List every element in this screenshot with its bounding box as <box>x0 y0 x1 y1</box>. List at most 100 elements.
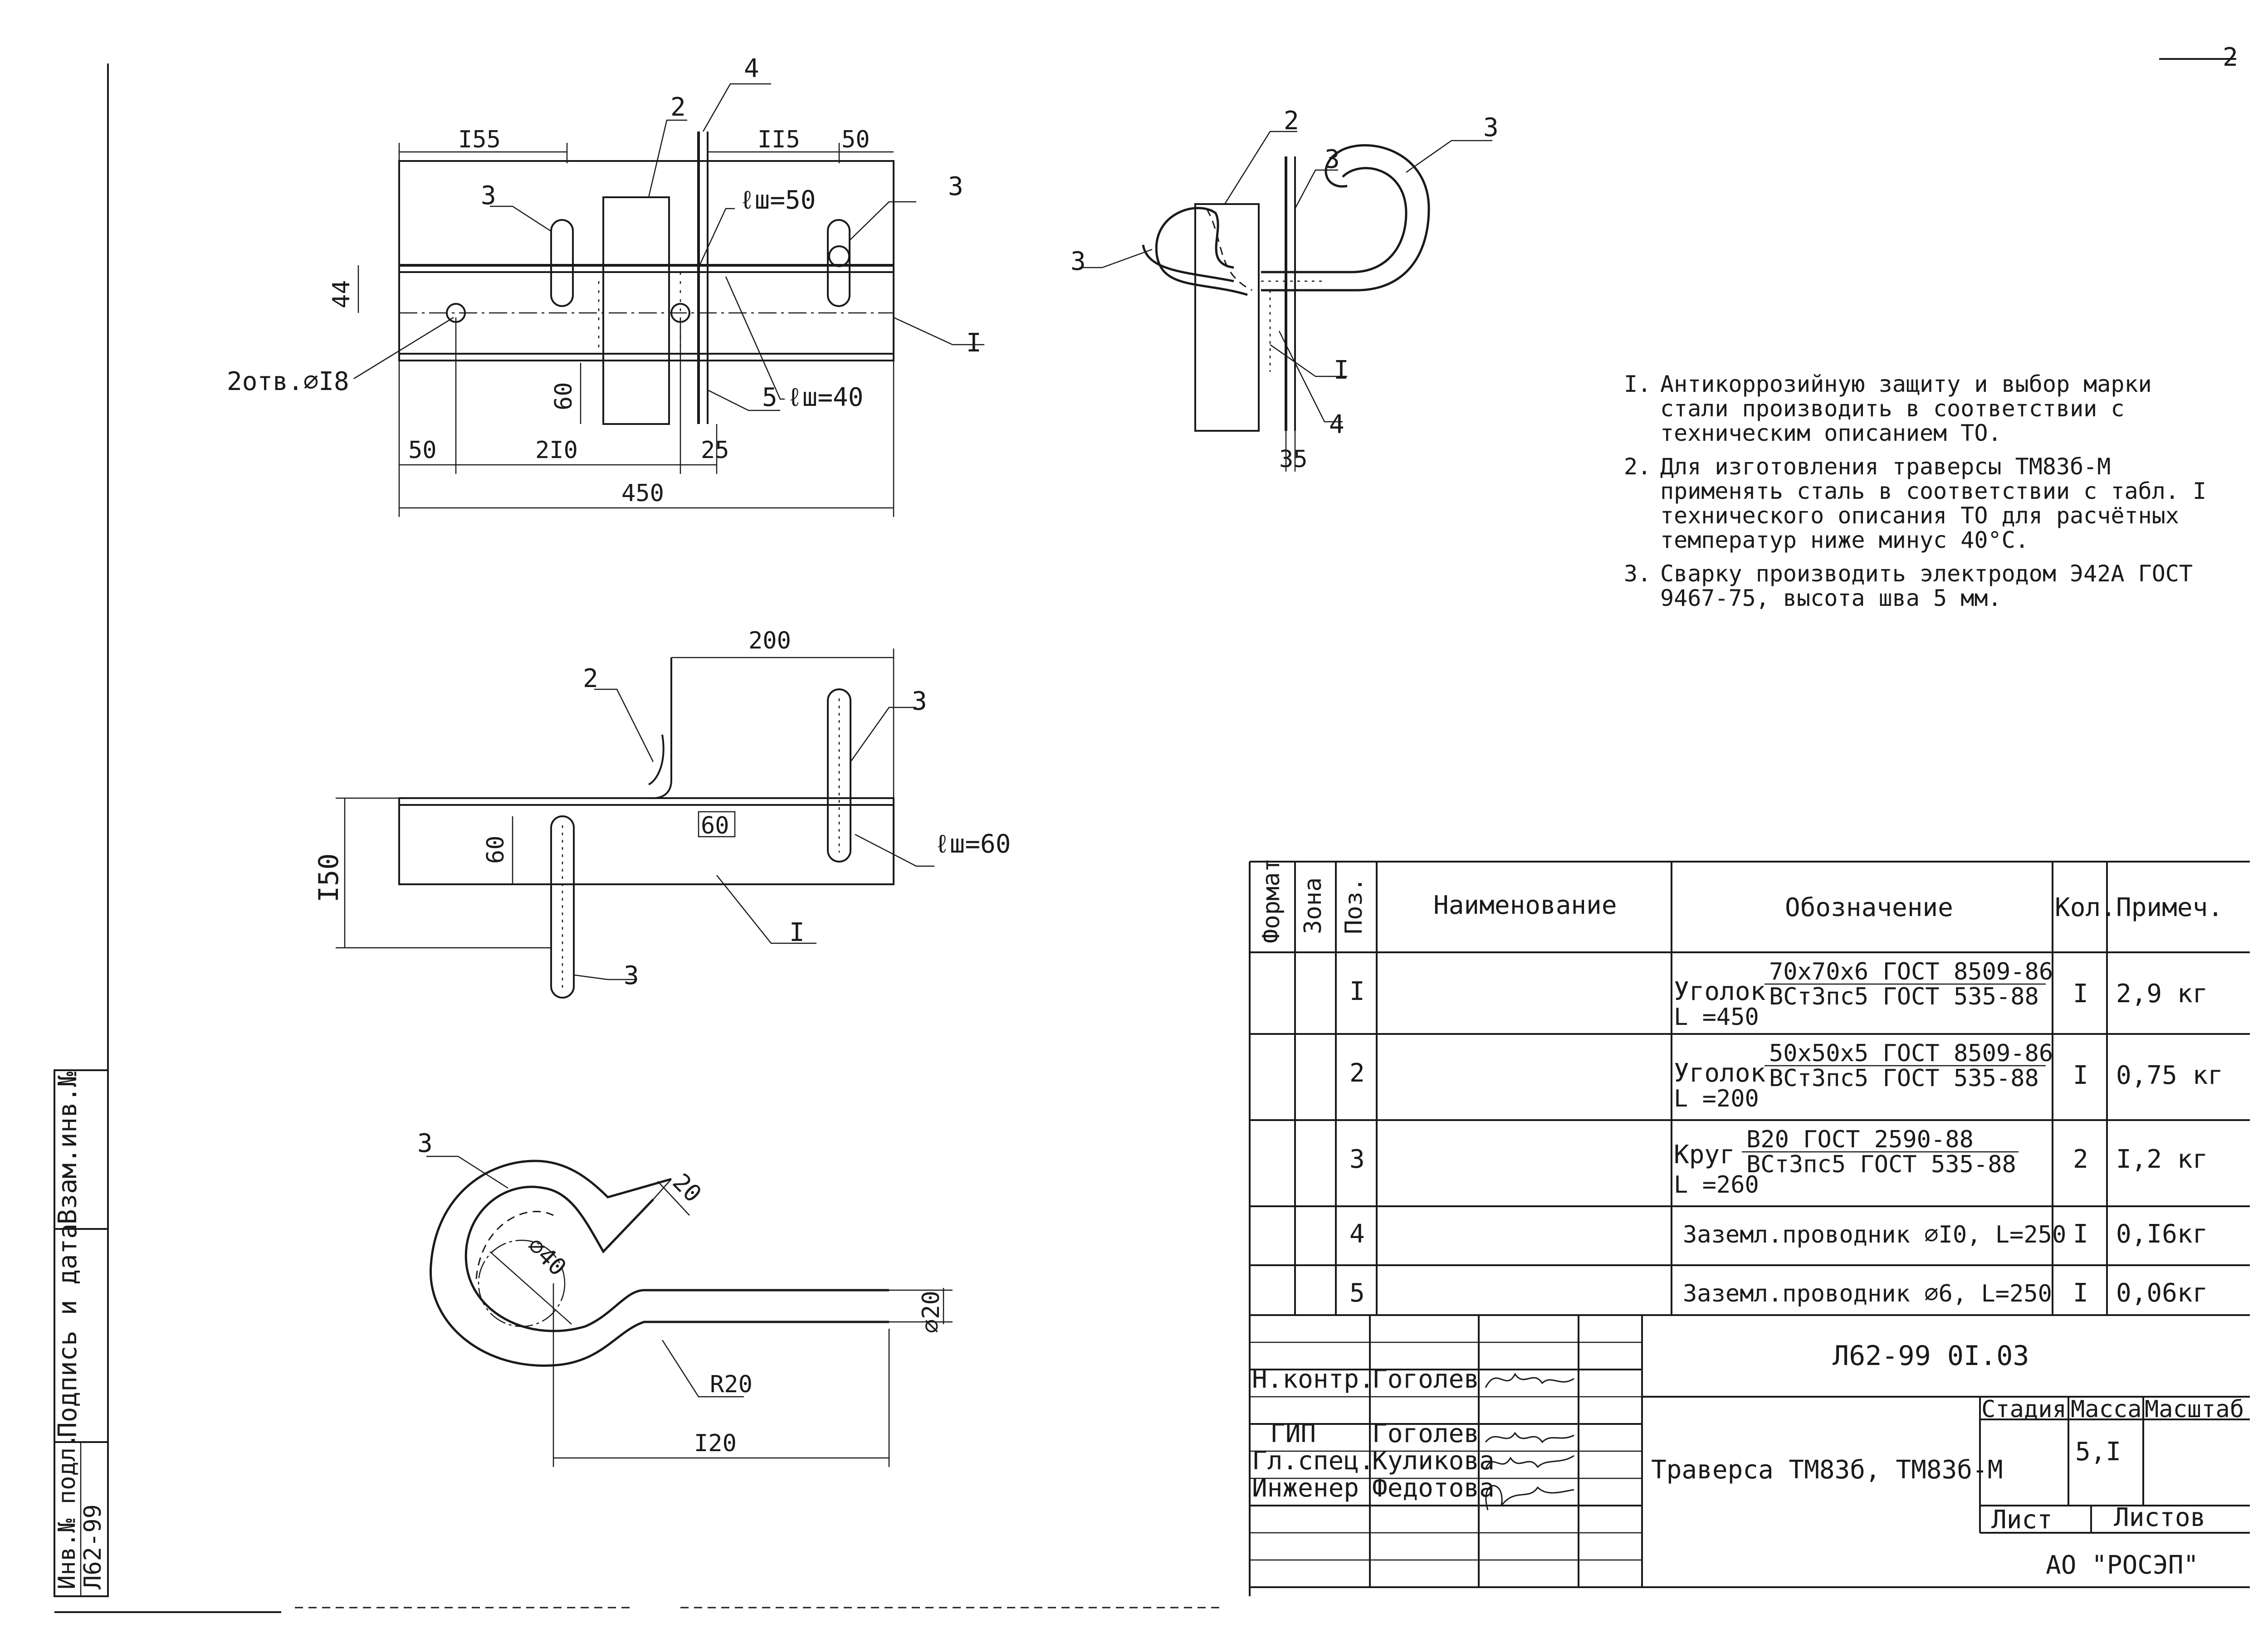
note-text: Для изготовления траверсы ТМ83б-М примен… <box>1660 453 2207 553</box>
row-qty: I <box>2073 1278 2088 1308</box>
side-callout-I: I <box>1334 356 1349 385</box>
top-view: I55 II5 50 44 60 50 2I0 25 450 2 4 3 3 I… <box>227 54 984 517</box>
header-zone: Зона <box>1300 877 1327 934</box>
header-format: Формат <box>1258 858 1285 943</box>
row-des-single: Заземл.проводник ⌀6, L=250 <box>1683 1280 2052 1307</box>
col-stage: Стадия <box>1981 1396 2067 1423</box>
row-note: 2,9 кг <box>2116 979 2208 1009</box>
front-callout-I: I <box>789 918 805 947</box>
row-qty: I <box>2073 1061 2088 1090</box>
side-callout-3c: 3 <box>1070 247 1086 276</box>
person-3: Федотова <box>1372 1473 1495 1503</box>
row-note: I,2 кг <box>2116 1145 2208 1174</box>
sheet-frame: 2 <box>54 43 2238 1613</box>
weld-40: ℓш=40 <box>787 383 863 412</box>
spec-table: Формат Зона Поз. Наименование Обозначени… <box>1249 858 2250 1596</box>
row-des-bottom: ВСт3пс5 ГОСТ 535-88 <box>1769 1065 2039 1092</box>
header-name: Наименование <box>1433 891 1617 920</box>
signature-3 <box>1485 1485 1574 1511</box>
row-pos: 2 <box>1349 1058 1365 1088</box>
doc-code: Л62-99 0I.03 <box>1833 1340 2029 1372</box>
signature-0 <box>1485 1373 1574 1388</box>
table-row: 2 Уголок 50x50x5 ГОСТ 8509-86 ВСт3пс5 ГО… <box>1349 1040 2223 1112</box>
side-callout-2: 2 <box>1284 106 1299 136</box>
general-notes: I. Антикоррозийную защиту и выбор марки … <box>1624 372 2223 619</box>
side-view: 2 3 3 3 I 4 35 <box>1070 106 1499 473</box>
table-row: 3 Круг В20 ГОСТ 2590-88 ВСт3пс5 ГОСТ 535… <box>1349 1126 2208 1199</box>
stamp-inv-number: Инв.№ подл. <box>54 1433 81 1589</box>
note-item: 3. Сварку производить электродом Э42А ГО… <box>1624 561 2223 610</box>
front-dim-200: 200 <box>748 627 791 654</box>
front-callout-3a: 3 <box>912 687 927 716</box>
note-item: 2. Для изготовления траверсы ТМ83б-М при… <box>1624 454 2223 552</box>
row-des-top: 70x70x6 ГОСТ 8509-86 <box>1769 958 2053 985</box>
row-des-prefix: Уголок <box>1674 1058 1765 1088</box>
front-dim-150: I50 <box>313 853 345 902</box>
col-sheet: Лист <box>1991 1505 2053 1535</box>
person-0: Гоголев <box>1372 1365 1479 1394</box>
row-qty: I <box>2073 979 2088 1009</box>
table-row: I Уголок 70x70x6 ГОСТ 8509-86 ВСт3пс5 ГО… <box>1349 958 2208 1031</box>
top-callout-4: 4 <box>744 54 759 83</box>
title-block: Л62-99 0I.03 Траверса ТМ83б, ТМ83б-М Ста… <box>1250 1314 2250 1588</box>
dim-450: 450 <box>621 480 664 507</box>
row-des-single: Заземл.проводник ⌀I0, L=250 <box>1683 1221 2066 1248</box>
hook-detail: 20 ⌀40 ⌀20 R20 I20 3 <box>417 1129 953 1467</box>
dim-210: 2I0 <box>535 437 578 464</box>
front-view: 200 I50 60 60 2 3 3 I ℓш=60 <box>313 627 1011 999</box>
person-1: Гоголев <box>1372 1419 1479 1448</box>
dim-50-bottom: 50 <box>408 437 437 464</box>
row-des-prefix: Круг <box>1674 1140 1735 1170</box>
role-3: Инженер <box>1252 1473 1359 1503</box>
header-pos: Поз. <box>1340 877 1368 934</box>
org-name: АО "РОСЭП" <box>2046 1550 2199 1580</box>
table-row: 4 Заземл.проводник ⌀I0, L=250 I 0,I6кг <box>1349 1219 2208 1249</box>
role-0: Н.контр. <box>1252 1365 1374 1394</box>
table-row: 5 Заземл.проводник ⌀6, L=250 I 0,06кг <box>1349 1278 2208 1308</box>
signature-1 <box>1485 1432 1574 1443</box>
row-des-prefix: Уголок <box>1674 977 1765 1006</box>
signature-2 <box>1485 1455 1574 1470</box>
row-des-top: В20 ГОСТ 2590-88 <box>1746 1126 1974 1153</box>
header-note: Примеч. <box>2116 893 2223 922</box>
row-qty: I <box>2073 1219 2088 1249</box>
side-callout-3b: 3 <box>1483 113 1499 142</box>
role-1: ГИП <box>1270 1419 1316 1448</box>
dim-115: II5 <box>758 126 800 153</box>
front-callout-3b: 3 <box>624 961 639 990</box>
front-callout-2: 2 <box>583 664 598 693</box>
top-callout-2: 2 <box>670 93 686 122</box>
hook-callout-3: 3 <box>417 1129 433 1158</box>
dim-155: I55 <box>458 126 501 153</box>
stamp-inv-value: Л62-99 <box>79 1504 107 1589</box>
row-des-len: L =450 <box>1674 1004 1759 1031</box>
note-number: 2. <box>1624 453 1652 480</box>
person-2: Куликова <box>1372 1446 1495 1476</box>
hook-dim-r20: R20 <box>710 1371 753 1398</box>
stamp-sign-date: Подпись и дата <box>53 1224 83 1438</box>
side-dim-35: 35 <box>1279 446 1308 473</box>
row-pos: 4 <box>1349 1219 1365 1249</box>
row-pos: 3 <box>1349 1145 1365 1174</box>
note-number: I. <box>1624 371 1652 397</box>
holes-label: 2отв.⌀I8 <box>227 367 349 396</box>
row-qty: 2 <box>2073 1145 2088 1174</box>
top-callout-3a: 3 <box>481 181 496 210</box>
header-qty: Кол. <box>2055 893 2116 922</box>
row-note: 0,I6кг <box>2116 1219 2208 1249</box>
mass-value: 5,I <box>2075 1437 2121 1467</box>
row-des-top: 50x50x5 ГОСТ 8509-86 <box>1769 1040 2053 1067</box>
weld-50: ℓш=50 <box>739 185 816 215</box>
row-des-len: L =200 <box>1674 1085 1759 1112</box>
dim-50-top: 50 <box>841 126 870 153</box>
dim-60-top: 60 <box>550 382 577 410</box>
front-dim-60b: 60 <box>701 812 729 839</box>
front-weld-60: ℓш=60 <box>934 829 1011 859</box>
row-note: 0,06кг <box>2116 1278 2208 1308</box>
dim-44: 44 <box>328 280 355 308</box>
front-dim-60a: 60 <box>482 835 509 864</box>
row-note: 0,75 кг <box>2116 1061 2223 1090</box>
row-pos: I <box>1349 977 1365 1006</box>
top-callout-3b: 3 <box>948 172 963 201</box>
role-2: Гл.спец. <box>1252 1446 1374 1476</box>
